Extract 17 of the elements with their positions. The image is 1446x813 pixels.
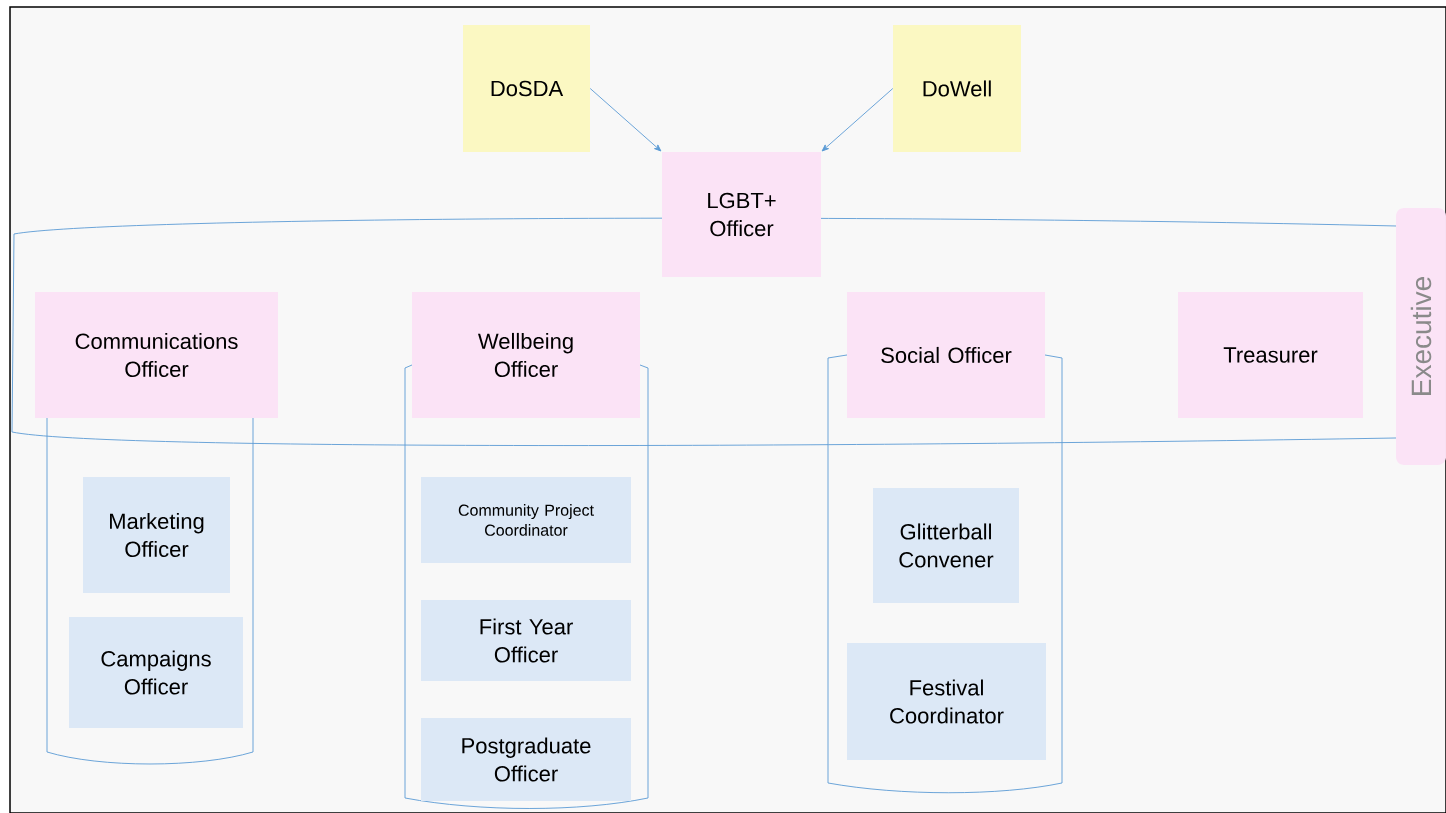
officer-box: Treasurer bbox=[1178, 292, 1363, 418]
role-box: DoWell bbox=[893, 25, 1021, 152]
sub-role-box: Glitterball Convener bbox=[873, 488, 1019, 603]
officer-box: Social Officer bbox=[847, 292, 1045, 418]
officer-box: Wellbeing Officer bbox=[412, 292, 640, 418]
arrow bbox=[589, 88, 662, 152]
group-label-box: Executive bbox=[1396, 208, 1446, 465]
sub-role-box: Postgraduate Officer bbox=[421, 718, 631, 801]
role-box: DoSDA bbox=[463, 25, 590, 152]
arrow bbox=[821, 88, 894, 152]
sub-role-box: Community Project Coordinator bbox=[421, 477, 631, 563]
sub-role-box: Festival Coordinator bbox=[847, 643, 1046, 760]
officer-box: Communications Officer bbox=[35, 292, 278, 418]
sub-role-box: First Year Officer bbox=[421, 600, 631, 681]
officer-box: LGBT+ Officer bbox=[662, 152, 821, 277]
sub-role-box: Campaigns Officer bbox=[69, 617, 243, 728]
sub-role-box: Marketing Officer bbox=[83, 477, 230, 593]
